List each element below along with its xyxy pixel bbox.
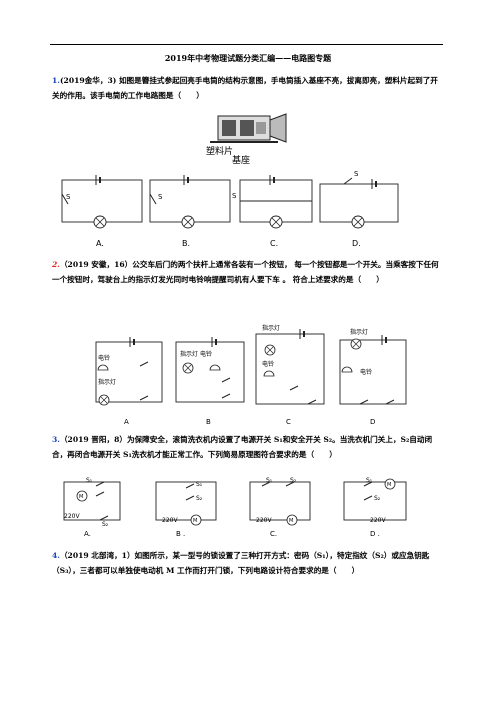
svg-text:指示灯: 指示灯 (262, 324, 280, 332)
svg-text:指示灯: 指示灯 (98, 378, 116, 386)
question-number: 1. (52, 76, 60, 85)
option-d: D (370, 418, 375, 426)
question-4: 4.（2019 北部湾，1）如图所示，某一型号的锁设置了三种打开方式：密码（S₁… (52, 548, 444, 578)
svg-text:S₂: S₂ (196, 495, 203, 502)
option-d: D. (352, 239, 361, 248)
svg-text:电铃: 电铃 (98, 354, 110, 362)
svg-text:M: M (79, 494, 83, 500)
question-1: 1.(2019金华，3) 如图是簪挂式参起回亮手电筒的结构示意图，手电筒插入基座… (52, 73, 444, 103)
svg-text:S₂: S₂ (374, 495, 381, 502)
svg-text:S₂: S₂ (290, 477, 297, 484)
svg-text:M: M (387, 482, 391, 488)
svg-text:220V: 220V (256, 517, 272, 524)
circuit-c[interactable]: 指示灯 电铃 (255, 324, 325, 405)
svg-text:220V: 220V (370, 517, 386, 524)
option-d: D . (370, 530, 380, 538)
question-text: （2019 晋阳，8）为保障安全，滚筒洗衣机内设置了电源开关 S₁和安全开关 S… (52, 435, 433, 459)
question-text: （2019 北部湾，1）如图所示，某一型号的锁设置了三种打开方式：密码（S₁），… (52, 551, 430, 575)
svg-text:S₁: S₁ (86, 477, 93, 484)
question-text: (2019金华，3) 如图是簪挂式参起回亮手电筒的结构示意图，手电筒插入基座不亮… (52, 76, 438, 100)
flashlight-figure: 塑料片 基座 (206, 113, 287, 166)
option-c: C. (270, 239, 278, 248)
svg-text:S₂: S₂ (102, 521, 109, 528)
q1-circuits: S A. S B. S C. S D. (61, 170, 399, 248)
svg-text:指示灯: 指示灯 (180, 350, 198, 358)
q2-circuits: 电铃 指示灯 A 指示灯 电铃 B 指示灯 电铃 C 指示灯 (95, 324, 407, 426)
question-2: 2.（2019 安徽，16）公交车后门的两个扶杆上通常各装有一个按钮， 每一个按… (52, 257, 444, 287)
circuit-b[interactable]: 指示灯 电铃 (175, 337, 245, 403)
question-number: 3. (52, 435, 60, 444)
header-rule (50, 44, 443, 45)
svg-text:电铃: 电铃 (200, 350, 212, 358)
question-3: 3.（2019 晋阳，8）为保障安全，滚筒洗衣机内设置了电源开关 S₁和安全开关… (52, 432, 444, 462)
svg-text:电铃: 电铃 (360, 368, 372, 376)
question-number: 4. (52, 551, 60, 560)
page-title: 2019年中考物理试题分类汇编——电路图专题 (164, 53, 332, 63)
q3-circuits: S₁ M 220V S₂ A. S₁ S₂ 220V M B . S₁ S₂ 2… (63, 477, 407, 538)
svg-text:M: M (193, 518, 197, 524)
svg-text:S: S (354, 170, 359, 178)
svg-text:220V: 220V (64, 513, 80, 520)
circuit-a[interactable]: S (61, 175, 143, 229)
circuit-c[interactable]: S₁ S₂ 220V M (249, 477, 311, 526)
option-c: C. (270, 530, 277, 538)
svg-text:S₁: S₁ (196, 481, 203, 488)
circuit-c[interactable]: S (232, 175, 313, 229)
circuit-b[interactable]: S (149, 175, 231, 229)
svg-text:S: S (232, 192, 237, 200)
svg-text:220V: 220V (162, 517, 178, 524)
circuit-a[interactable]: 电铃 指示灯 (95, 337, 163, 406)
circuit-a[interactable]: S₁ M 220V S₂ (63, 477, 121, 528)
svg-text:指示灯: 指示灯 (350, 328, 368, 336)
circuit-d[interactable]: 指示灯 电铃 (339, 328, 407, 405)
svg-text:S: S (158, 193, 163, 201)
circuit-b[interactable]: S₁ S₂ 220V M (155, 481, 217, 526)
option-b: B. (182, 239, 190, 248)
option-a: A. (84, 530, 91, 538)
base-label: 基座 (232, 154, 250, 166)
circuit-d[interactable]: S₁ M S₂ 220V (343, 477, 407, 524)
svg-text:M: M (289, 518, 293, 524)
question-number: 2. (52, 260, 60, 269)
option-b: B (206, 418, 211, 426)
question-text: （2019 安徽，16）公交车后门的两个扶杆上通常各装有一个按钮， 每一个按钮都… (52, 260, 439, 284)
svg-text:电铃: 电铃 (262, 360, 274, 368)
svg-text:S₁: S₁ (266, 477, 273, 484)
option-c: C (286, 418, 291, 426)
svg-text:S: S (66, 193, 71, 201)
plastic-label: 塑料片 (206, 145, 233, 157)
option-a: A. (96, 239, 104, 248)
option-a: A (124, 418, 129, 426)
svg-text:S₁: S₁ (366, 477, 373, 484)
option-b: B . (176, 530, 185, 538)
circuit-d[interactable]: S (319, 170, 399, 229)
